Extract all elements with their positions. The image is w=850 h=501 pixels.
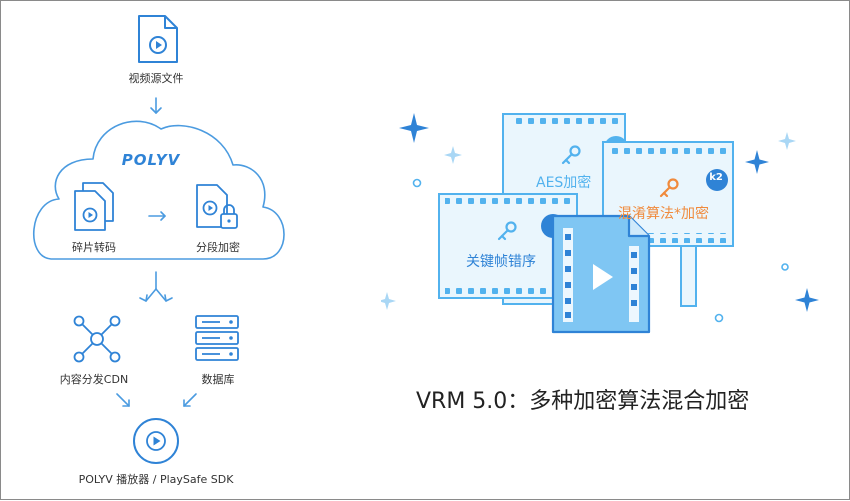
transcode-label: 碎片转码 bbox=[72, 241, 116, 254]
network-icon bbox=[73, 315, 121, 363]
key-icon bbox=[497, 145, 679, 241]
aes-label: AES加密 bbox=[536, 175, 592, 191]
encrypted-file-icon bbox=[196, 184, 238, 229]
obfuscation-label: 混淆算法*加密 bbox=[618, 206, 709, 222]
video-file-icon bbox=[138, 15, 178, 63]
cloud-shape bbox=[32, 120, 285, 260]
fragment-files-icon bbox=[74, 182, 114, 231]
polyv-logo: POLYV bbox=[121, 151, 181, 169]
encryption-illustration bbox=[381, 113, 819, 334]
headline: VRM 5.0：多种加密算法混合加密 bbox=[416, 389, 750, 414]
k2-badge: k2 bbox=[709, 172, 723, 183]
sparkle-decorations bbox=[399, 113, 819, 312]
segment-encrypt-label: 分段加密 bbox=[196, 241, 240, 254]
source-file-label: 视频源文件 bbox=[128, 72, 184, 85]
video-file-icon bbox=[551, 214, 651, 334]
database-icon bbox=[195, 315, 239, 361]
player-label: POLYV 播放器 / PlaySafe SDK bbox=[78, 473, 234, 486]
keyframe-label: 关键帧错序 bbox=[466, 254, 536, 270]
play-circle-icon bbox=[133, 418, 179, 464]
cdn-label: 内容分发CDN bbox=[59, 373, 129, 386]
database-label: 数据库 bbox=[201, 373, 235, 386]
